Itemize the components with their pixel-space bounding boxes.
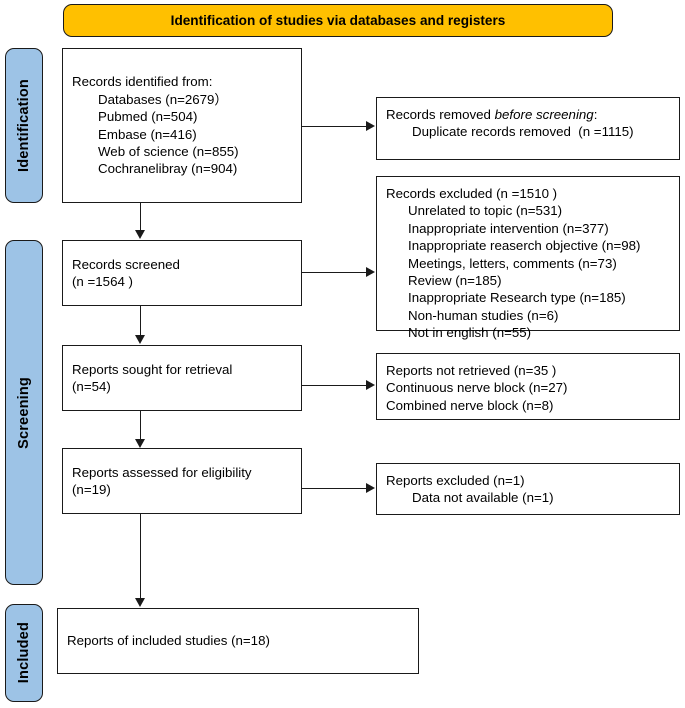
box-line: Non-human studies (n=6) [408, 307, 559, 323]
box-line: Cochranelibray (n=904) [98, 161, 238, 177]
box-line: Records excluded (n =1510 ) [386, 186, 558, 201]
box-line: (n=19) [72, 482, 111, 497]
box-line: Continuous nerve block (n=27) [386, 380, 568, 396]
box-line: Inappropriate Research type (n=185) [408, 290, 626, 306]
box-line: Records screened [72, 256, 180, 272]
arrowhead-right-icon [366, 267, 375, 277]
phase-pill-identification: Identification [5, 48, 43, 203]
box-line: (n=54) [72, 379, 111, 394]
box-records-identified: Records identified from: Databases (n=26… [62, 48, 302, 203]
phase-label-included: Included [16, 622, 32, 684]
connector-screened-to-excluded [302, 272, 366, 273]
box-line: Reports sought for retrieval [72, 361, 233, 377]
box-line: Combined nerve block (n=8) [386, 397, 554, 413]
box-line: Unrelated to topic (n=531) [408, 203, 563, 219]
box-line: Embase (n=416) [98, 126, 197, 142]
arrowhead-down-icon [135, 335, 145, 344]
box-line: Data not available (n=1) [412, 490, 554, 505]
box-line: Reports not retrieved (n=35 ) [386, 363, 557, 378]
arrowhead-down-icon [135, 439, 145, 448]
arrowhead-right-icon [366, 121, 375, 131]
box-line: Review (n=185) [408, 273, 502, 289]
connector-sought-to-not-retrieved [302, 385, 366, 386]
box-line: Duplicate records removed (n =1115) [412, 124, 634, 140]
arrowhead-right-icon [366, 483, 375, 493]
box-reports-sought: Reports sought for retrieval (n=54) [62, 345, 302, 411]
phase-pill-included: Included [5, 604, 43, 702]
box-reports-included: Reports of included studies (n=18) [57, 608, 419, 674]
box-line-text: Records removed [386, 107, 495, 122]
box-line: Inappropriate reaserch objective (n=98) [408, 238, 641, 254]
box-reports-assessed: Reports assessed for eligibility (n=19) [62, 448, 302, 514]
box-line: Reports assessed for eligibility [72, 464, 252, 480]
phase-pill-screening: Screening [5, 240, 43, 585]
box-line: Reports excluded (n=1) [386, 472, 525, 488]
box-line: Meetings, letters, comments (n=73) [408, 255, 617, 271]
connector-identified-to-screened [140, 203, 141, 230]
arrowhead-down-icon [135, 598, 145, 607]
box-reports-not-retrieved: Reports not retrieved (n=35 ) Continuous… [376, 353, 680, 420]
connector-screened-to-sought [140, 306, 141, 335]
arrowhead-right-icon [366, 380, 375, 390]
phase-label-identification: Identification [16, 78, 32, 173]
page-title: Identification of studies via databases … [170, 13, 506, 28]
diagram-title-banner: Identification of studies via databases … [63, 4, 613, 37]
box-line: Not in english (n=55) [408, 325, 532, 341]
phase-label-screening: Screening [16, 376, 32, 449]
box-records-screened: Records screened (n =1564 ) [62, 240, 302, 306]
connector-assessed-to-reports-excluded [302, 488, 366, 489]
box-line-suffix: : [593, 107, 598, 122]
connector-identified-to-removed [302, 126, 366, 127]
box-line: Pubmed (n=504) [98, 109, 198, 125]
box-line: Web of science (n=855) [98, 143, 239, 159]
box-line: Reports of included studies (n=18) [67, 633, 270, 649]
arrowhead-down-icon [135, 230, 145, 239]
connector-sought-to-assessed [140, 411, 141, 439]
connector-assessed-to-included [140, 514, 141, 598]
box-line: Records removed before screening: [386, 106, 670, 123]
box-line: Inappropriate intervention (n=377) [408, 220, 609, 236]
box-line-emphasis: before screening [494, 107, 594, 122]
box-line: (n =1564 ) [72, 274, 133, 289]
box-line: Databases (n=2679） [98, 91, 228, 107]
box-records-excluded: Records excluded (n =1510 ) Unrelated to… [376, 176, 680, 340]
box-records-removed: Records removed before screening: Duplic… [376, 97, 680, 160]
box-reports-excluded: Reports excluded (n=1) Data not availabl… [376, 463, 680, 515]
box-line: Records identified from: [72, 74, 213, 90]
